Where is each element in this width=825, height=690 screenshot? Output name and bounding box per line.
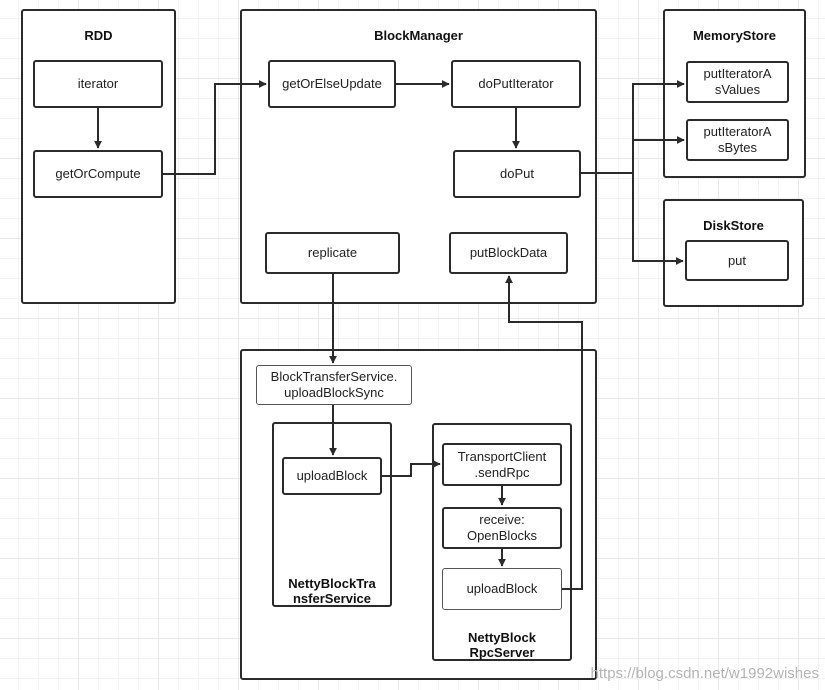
netty-block-rpc-server-title: NettyBlock RpcServer — [468, 630, 536, 660]
get-or-compute-node: getOrCompute — [33, 150, 163, 198]
upload-block-server-node: uploadBlock — [442, 568, 562, 610]
disk-store-title: DiskStore — [703, 218, 764, 233]
iterator-node: iterator — [33, 60, 163, 108]
receive-open-blocks-node: receive: OpenBlocks — [442, 507, 562, 549]
put-iterator-as-values-node: putIteratorA sValues — [686, 61, 789, 103]
put-block-data-node: putBlockData — [449, 232, 568, 274]
get-or-else-update-node: getOrElseUpdate — [268, 60, 396, 108]
memory-store-title: MemoryStore — [692, 28, 777, 43]
upload-block-client-node: uploadBlock — [282, 457, 382, 495]
do-put-iterator-node: doPutIterator — [451, 60, 581, 108]
upload-block-sync-node: BlockTransferService. uploadBlockSync — [256, 365, 412, 405]
replicate-node: replicate — [265, 232, 400, 274]
do-put-node: doPut — [453, 150, 581, 198]
netty-block-transfer-service-title: NettyBlockTra nsferService — [288, 576, 376, 606]
rdd-title: RDD — [84, 28, 113, 43]
transport-client-send-rpc-node: TransportClient .sendRpc — [442, 443, 562, 486]
netty-block-transfer-service-container: NettyBlockTra nsferService — [272, 422, 392, 607]
put-iterator-as-bytes-node: putIteratorA sBytes — [686, 119, 789, 161]
block-manager-title: BlockManager — [374, 28, 463, 43]
watermark: https://blog.csdn.net/w1992wishes — [590, 665, 819, 682]
put-node: put — [685, 240, 789, 281]
